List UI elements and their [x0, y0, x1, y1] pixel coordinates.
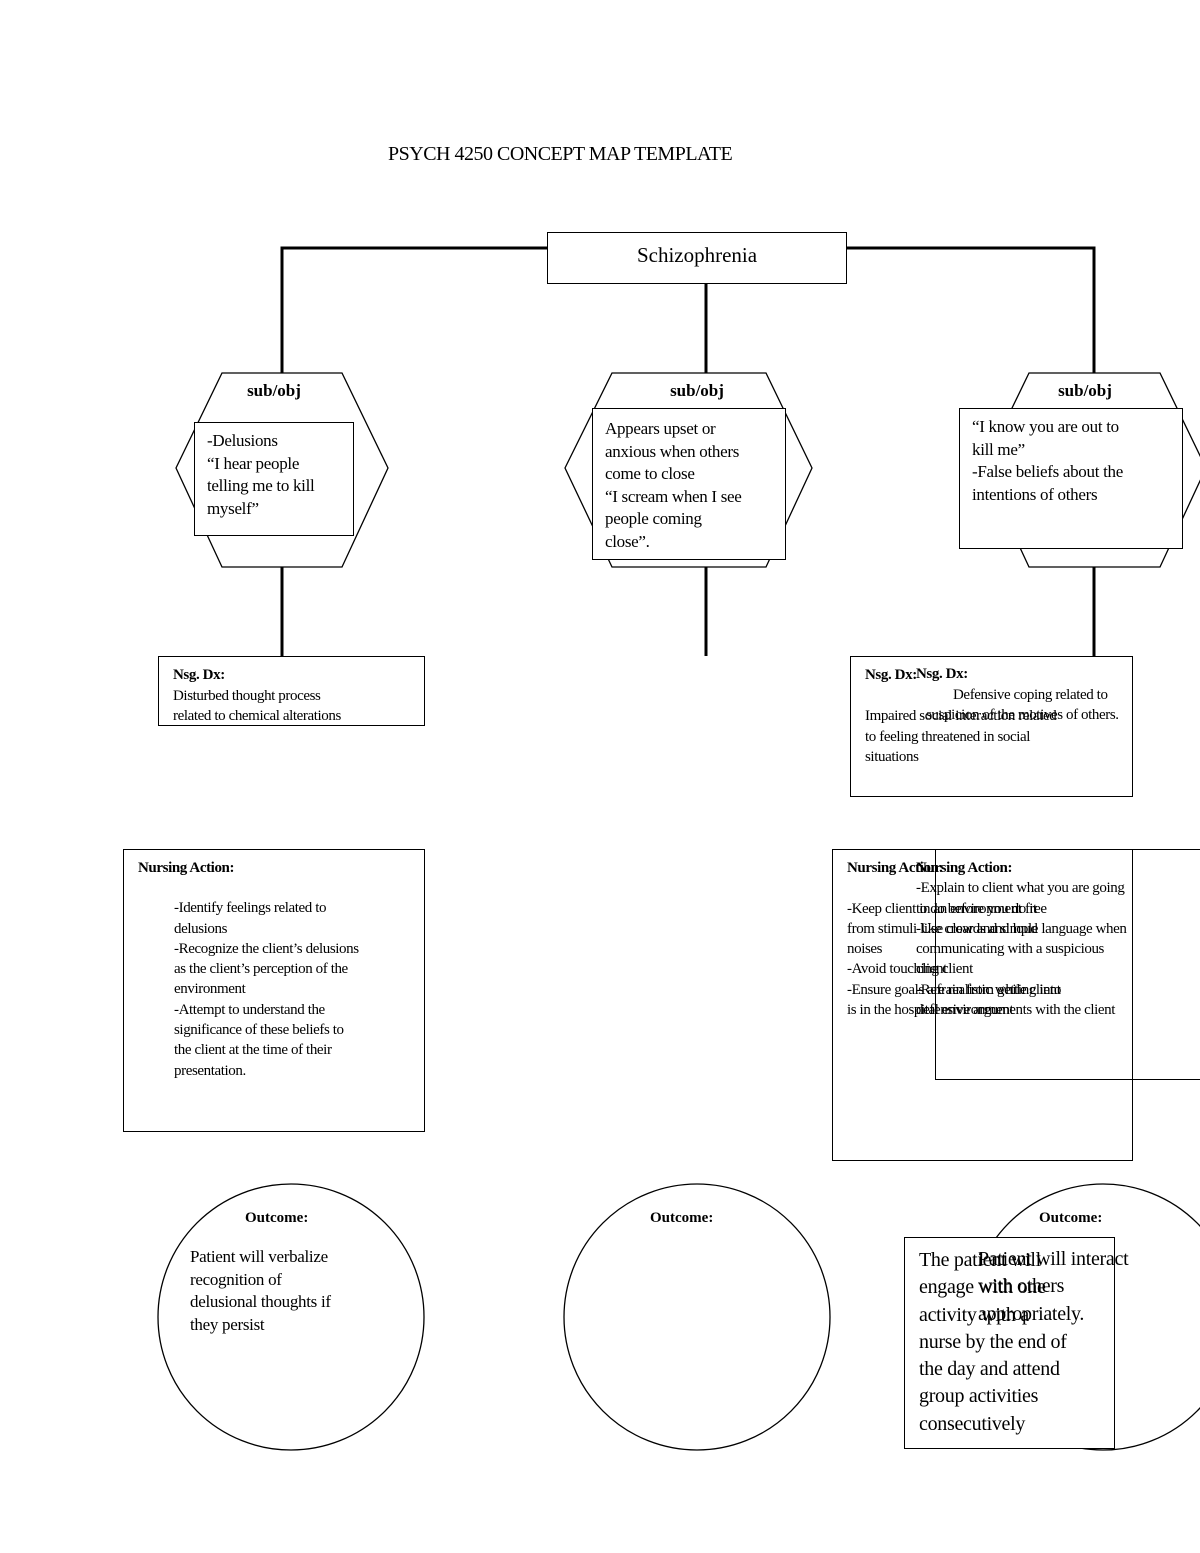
nsg-dx-title-right-b: Nsg. Dx:	[916, 666, 968, 682]
connector-root-left	[280, 246, 547, 373]
nsg-dx-title-right-a: Nsg. Dx:	[865, 667, 917, 683]
subobj-middle-line: close”.	[605, 531, 650, 551]
outcome-box-right-a: The patient will engage with one activit…	[904, 1237, 1115, 1449]
sub-obj-label-right: sub/obj	[1058, 381, 1112, 400]
outcome-right-a-line: group activities	[919, 1385, 1039, 1408]
subobj-left-line: telling me to kill	[207, 476, 315, 495]
outcome-right-a-line: nurse by the end of	[919, 1330, 1067, 1353]
nursing-action-left-line: delusions	[174, 920, 228, 937]
nursing-action-left-line: -Attempt to understand the	[174, 1001, 325, 1018]
nursing-action-title-right-a: Nursing Action:	[847, 860, 944, 876]
page-title: PSYCH 4250 CONCEPT MAP TEMPLATE	[388, 143, 733, 165]
outcome-right-a-line: The patient will	[919, 1249, 1041, 1271]
outcome-right-a-line: consecutively	[919, 1412, 1026, 1435]
outcome-left-line: they persist	[190, 1314, 265, 1334]
nursing-action-right-b-line: communicating with a suspicious	[916, 941, 1104, 958]
outcome-title-left: Outcome:	[245, 1210, 309, 1226]
nursing-action-right-a-line: -Avoid touching client	[847, 961, 973, 978]
nursing-action-left-line: significance of these beliefs to	[174, 1022, 344, 1039]
nursing-action-box-right-b: Nursing Action: -Explain to client what …	[916, 849, 1200, 1080]
nsg-dx-right-a-line: to feeling threatened in social	[865, 728, 1031, 745]
outcome-right-b-line: appropriately.	[978, 1302, 1085, 1325]
outcome-left-line: Patient will verbalize	[190, 1247, 328, 1266]
sub-obj-label-middle: sub/obj	[670, 381, 724, 400]
nursing-action-right-a-line: from stimuli like crowds and loud	[847, 920, 1038, 937]
subobj-middle-line: Appears upset or	[605, 419, 716, 438]
nursing-action-left-line: environment	[174, 981, 246, 998]
outcome-left-line: recognition of	[190, 1269, 282, 1289]
nursing-action-right-b-line: client	[916, 961, 947, 978]
nursing-action-title-right-b: Nursing Action:	[916, 860, 1013, 876]
subobj-box-right: “I know you are out to kill me” -False b…	[959, 408, 1183, 549]
outcome-overlay-right-b: Patient will interact with others approp…	[978, 1246, 1129, 1328]
nursing-action-left-line: presentation.	[174, 1062, 246, 1079]
outcome-title-right: Outcome:	[1039, 1210, 1103, 1226]
nursing-action-right-b-line: defensive arguments with the client	[916, 1002, 1115, 1019]
connector-root-right	[847, 246, 1096, 373]
nursing-action-left-line: -Recognize the client’s delusions	[174, 940, 359, 957]
subobj-left-line: myself”	[207, 498, 259, 518]
nursing-action-right-a-line: -Keep client in an environment free	[847, 900, 1047, 917]
outcome-circle-middle	[563, 1183, 831, 1451]
nsg-dx-right-b-line: Defensive coping related to	[953, 686, 1108, 703]
nursing-action-right-a-line: -Ensure goals are realistic while client	[847, 981, 1061, 998]
subobj-left-line: “I hear people	[207, 453, 300, 473]
nsg-dx-overlay-right-b: Nsg. Dx: Defensive coping related to sus…	[916, 664, 1119, 726]
nursing-action-right-b-line: -Explain to client what you are going	[916, 880, 1125, 897]
nursing-action-title-left: Nursing Action:	[138, 860, 235, 876]
nursing-action-right-a-line: noises	[847, 941, 883, 958]
subobj-right-line: intentions of others	[972, 484, 1098, 504]
nursing-action-left-line: -Identify feelings related to	[174, 900, 327, 917]
outcome-text-left: Patient will verbalize recognition of de…	[190, 1246, 331, 1336]
subobj-box-middle: Appears upset or anxious when others com…	[592, 408, 786, 560]
nursing-action-left-line: the client at the time of their	[174, 1042, 332, 1059]
outcome-left-line: delusional thoughts if	[190, 1292, 331, 1311]
subobj-middle-line: “I scream when I see	[605, 486, 742, 506]
outcome-right-b-line: with others	[978, 1275, 1065, 1298]
outcome-right-a-line: engage with one	[919, 1276, 1046, 1299]
nursing-action-box-right-a: Nursing Action: -Keep client in an envir…	[832, 849, 1133, 1161]
nsg-dx-box-right: Nsg. Dx: Impaired social interaction rel…	[850, 656, 1133, 797]
subobj-middle-line: people coming	[605, 509, 702, 528]
outcome-circle-left	[157, 1183, 425, 1451]
nursing-action-left-line: as the client’s perception of the	[174, 961, 348, 978]
nursing-action-right-b-line: to do before you do it	[916, 900, 1037, 917]
nursing-action-right-b-line: -Refrain from getting into	[916, 981, 1061, 998]
outcome-right-b-line: Patient will interact	[978, 1248, 1129, 1270]
nsg-dx-right-b-line: suspicion of the motives of others.	[926, 707, 1119, 723]
nsg-dx-right-a-line: situations	[865, 749, 919, 765]
outcome-title-middle: Outcome:	[650, 1210, 714, 1226]
nsg-dx-left-line: related to chemical alterations	[173, 708, 341, 724]
subobj-right-line: -False beliefs about the	[972, 462, 1123, 481]
root-node-schizophrenia: Schizophrenia	[547, 232, 847, 284]
connector-lines	[280, 246, 1096, 656]
subobj-left-line: -Delusions	[207, 431, 278, 450]
subobj-right-line: “I know you are out to	[972, 417, 1119, 436]
outcome-right-a-line: activity with a	[919, 1303, 1029, 1326]
nursing-action-right-b-line: -Use clear and simple language when	[916, 920, 1127, 937]
nursing-action-right-a-line: is in the hospital environment	[847, 1002, 1014, 1019]
subobj-middle-line: come to close	[605, 464, 695, 483]
outcome-right-a-line: the day and attend	[919, 1358, 1060, 1381]
nsg-dx-left-line: Disturbed thought process	[173, 687, 321, 704]
nsg-dx-title-left: Nsg. Dx:	[173, 667, 225, 683]
nursing-action-box-left: Nursing Action: -Identify feelings relat…	[123, 849, 425, 1132]
sub-obj-label-left: sub/obj	[247, 381, 301, 400]
subobj-middle-line: anxious when others	[605, 441, 740, 461]
subobj-box-left: -Delusions “I hear people telling me to …	[194, 422, 354, 536]
nsg-dx-box-left: Nsg. Dx: Disturbed thought process relat…	[158, 656, 425, 726]
subobj-right-line: kill me”	[972, 439, 1025, 459]
nsg-dx-right-a-line: Impaired social interaction related	[865, 708, 1057, 724]
